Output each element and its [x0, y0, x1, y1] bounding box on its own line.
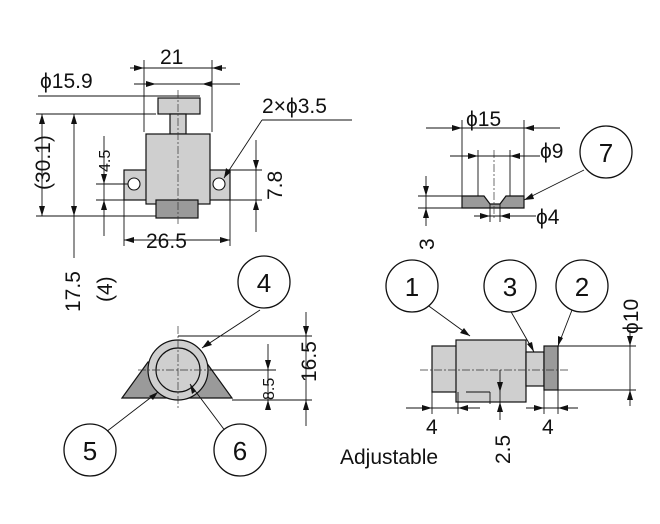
side-flange — [431, 345, 459, 393]
dim-phi-10: ϕ10 — [620, 299, 643, 334]
top-view: 16.5 8.5 — [105, 309, 321, 433]
dim-8-5: 8.5 — [261, 378, 278, 400]
callout-4-label: 4 — [257, 268, 271, 298]
callout-4: 4 — [237, 255, 291, 309]
callout-5: 5 — [63, 423, 117, 477]
dim-phi-15-9: ϕ15.9 — [40, 70, 93, 93]
part-7-section-view: ϕ15 ϕ9 ϕ4 3 — [416, 108, 585, 250]
dim-phi-9: ϕ9 — [540, 140, 563, 163]
dim-holes-2x-phi-3-5: 2×ϕ3.5 — [262, 95, 327, 118]
callout-7: 7 — [579, 125, 633, 179]
mount-hole-left — [127, 177, 141, 191]
dim-phi-15: ϕ15 — [466, 108, 501, 131]
dim-phi-4: ϕ4 — [536, 206, 560, 229]
plunger-bottom — [155, 199, 199, 219]
dim-2-5: 2.5 — [492, 435, 515, 464]
callout-6: 6 — [213, 423, 267, 477]
mount-hole-right — [212, 177, 226, 191]
callout-3-label: 3 — [503, 272, 517, 302]
dim-21: 21 — [160, 46, 183, 69]
dim-17-5: 17.5 — [62, 271, 85, 312]
dim-4-paren: (4) — [94, 276, 117, 302]
callout-3: 3 — [483, 259, 537, 313]
callout-6-label: 6 — [233, 436, 247, 466]
dim-3: 3 — [416, 238, 439, 250]
side-knob — [543, 345, 559, 391]
side-stem — [525, 351, 545, 387]
knob-cap — [157, 97, 201, 115]
washer-section — [461, 195, 525, 209]
side-body — [455, 339, 527, 403]
dim-7-8: 7.8 — [264, 171, 287, 200]
callout-1-label: 1 — [405, 272, 419, 302]
dim-30-1: (30.1) — [32, 135, 55, 190]
adjustable-note: Adjustable — [340, 446, 438, 469]
callout-1: 1 — [385, 259, 439, 313]
callout-2-label: 2 — [575, 272, 589, 302]
dim-4-right: 4 — [542, 416, 554, 439]
callout-7-label: 7 — [599, 138, 613, 168]
dim-4-left: 4 — [426, 416, 438, 439]
dim-16-5: 16.5 — [298, 341, 321, 382]
dim-26-5: 26.5 — [146, 230, 187, 253]
dim-4-5: 4.5 — [97, 150, 114, 172]
callout-5-label: 5 — [83, 436, 97, 466]
side-view: ϕ10 4 4 2.5 Adjustable — [340, 299, 643, 469]
callout-2: 2 — [555, 259, 609, 313]
front-view: 21 ϕ15.9 2×ϕ3.5 (30.1) 4.5 7.8 — [32, 46, 352, 312]
